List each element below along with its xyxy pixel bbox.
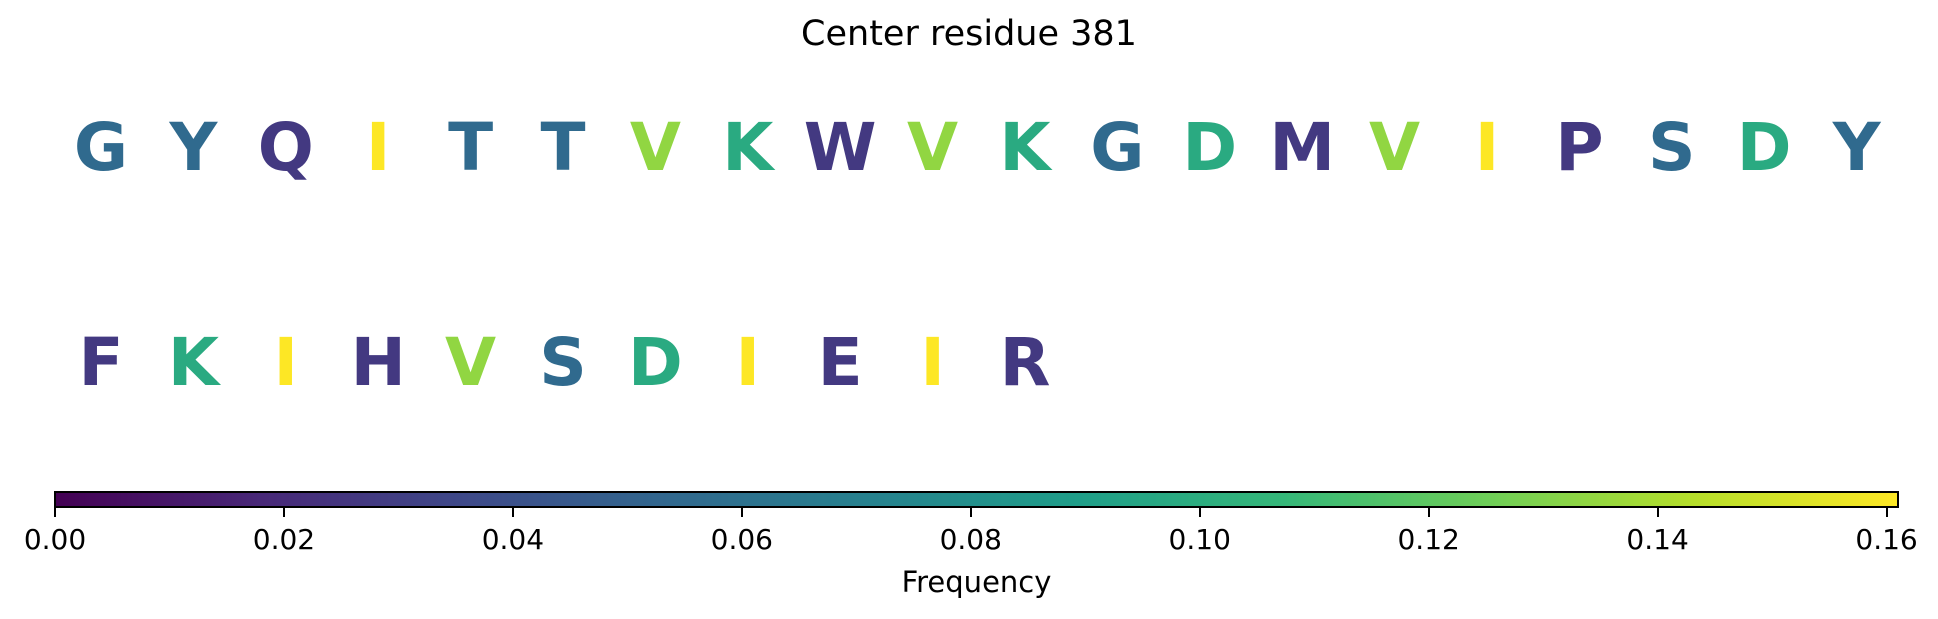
residue-letter: Y [169, 109, 218, 186]
residue-letter: S [539, 324, 587, 401]
residue-letter: V [1369, 109, 1421, 186]
residue-letter: K [999, 109, 1051, 186]
colorbar-tick [54, 508, 56, 517]
residue-letter: D [627, 324, 683, 401]
residue-letter: V [445, 324, 497, 401]
residue-letter: I [365, 109, 391, 186]
residue-letter: G [73, 109, 129, 186]
residue-letter: T [448, 109, 494, 186]
residue-letter: G [1090, 109, 1145, 186]
residue-letter: K [167, 324, 219, 401]
colorbar-tick [969, 508, 972, 517]
residue-letter: I [273, 324, 299, 401]
colorbar-tick [511, 508, 514, 517]
residue-letter: S [1648, 109, 1696, 186]
residue-letter: V [629, 109, 681, 186]
residue-letter: I [920, 324, 945, 401]
colorbar-tick [1427, 508, 1430, 517]
residue-letter: T [540, 109, 586, 186]
residue-letter: M [1269, 109, 1336, 186]
residue-letter: P [1555, 109, 1604, 186]
colorbar-label: Frequency [901, 565, 1052, 599]
colorbar-tick-label: 0.00 [23, 523, 87, 556]
colorbar-tick-label: 0.12 [1397, 523, 1460, 556]
colorbar-tick [1885, 508, 1888, 517]
colorbar-tick [740, 508, 743, 517]
colorbar-tick-label: 0.14 [1626, 523, 1689, 556]
residue-letter: R [999, 324, 1051, 401]
residue-letter: E [817, 324, 863, 401]
residue-letter: D [1182, 109, 1238, 186]
residue-letter: D [1736, 109, 1792, 186]
colorbar-tick-label: 0.02 [252, 523, 316, 556]
colorbar-tick-label: 0.04 [481, 523, 545, 556]
residue-letter: H [350, 324, 406, 401]
colorbar-tick [1198, 508, 1201, 517]
colorbar-tick-label: 0.16 [1855, 523, 1918, 556]
chart-title: Center residue 381 [801, 14, 1137, 54]
residue-letter: Y [1832, 109, 1881, 186]
residue-letter: W [803, 109, 877, 186]
colorbar-tick [1656, 508, 1659, 517]
colorbar [54, 491, 1899, 508]
colorbar-tick-label: 0.10 [1168, 523, 1231, 556]
residue-letter: I [735, 324, 761, 401]
residue-letter: K [722, 109, 774, 186]
residue-letter: Q [257, 109, 314, 186]
colorbar-tick-label: 0.06 [710, 523, 773, 556]
residue-letter: I [1474, 109, 1500, 186]
colorbar-tick-label: 0.08 [939, 523, 1002, 556]
colorbar-tick [282, 508, 285, 517]
residue-letter: F [78, 324, 124, 401]
residue-letter: V [907, 109, 959, 186]
